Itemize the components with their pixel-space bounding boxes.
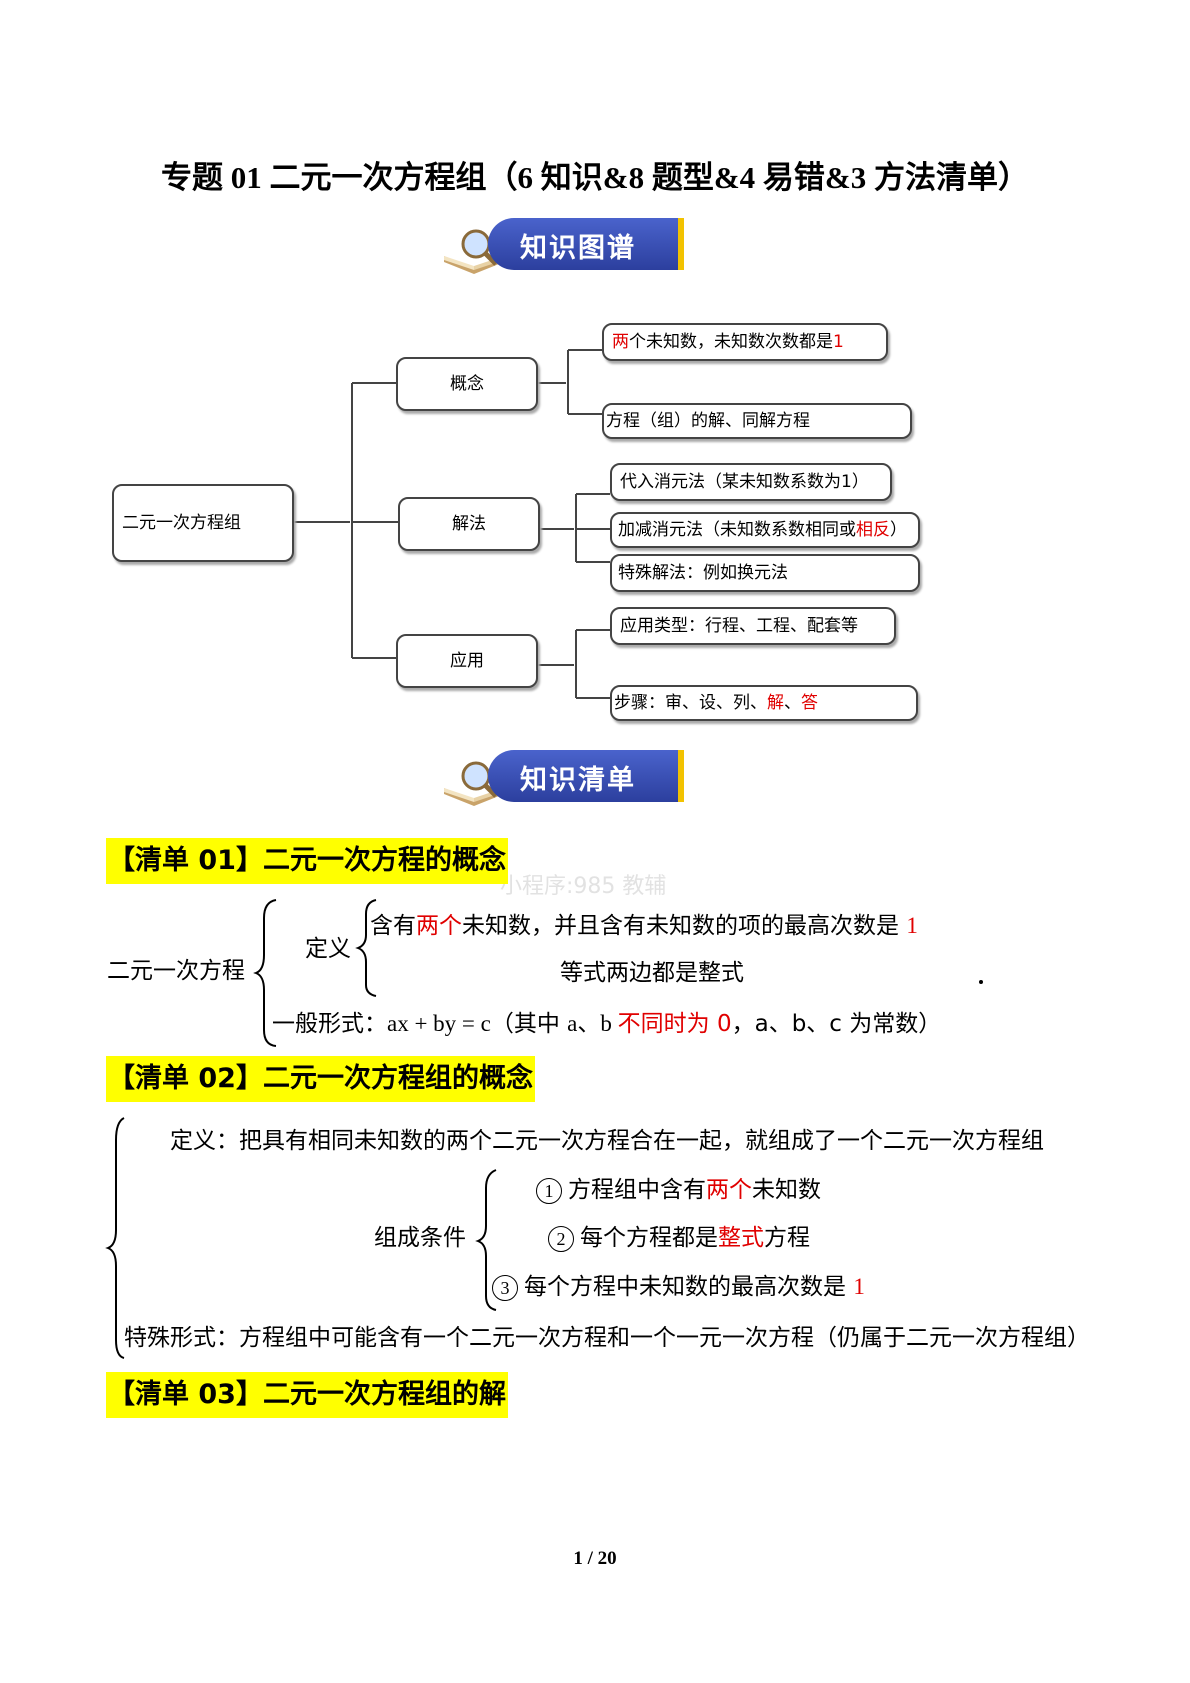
concept-leaf-2: 方程（组）的解、同解方程 [602, 403, 912, 439]
text: （其中 [490, 1011, 568, 1037]
leaf-text: 解 [767, 692, 784, 713]
mindmap-connectors [292, 349, 610, 699]
list02-heading: 【清单 02】二元一次方程组的概念 [106, 1056, 535, 1102]
leaf-text: 方程（组）的解、同解方程 [606, 410, 810, 431]
text: 含有 [370, 913, 416, 939]
text: 每个方程中未知数的最高次数是 [524, 1274, 854, 1300]
leaf-text: 1 [833, 331, 844, 352]
leaf-text: 加减消元法（未知数系数相同或 [618, 519, 856, 540]
solution-leaf-3: 特殊解法：例如换元法 [610, 554, 920, 592]
circled-number: 3 [492, 1274, 518, 1301]
text: 未知数，并且含有未知数的项的最高次数是 [462, 913, 907, 939]
mindmap-concept: 概念 [396, 357, 538, 411]
circled-number: 2 [548, 1225, 574, 1252]
text: ax + by = c [387, 1011, 491, 1036]
solution-leaf-2: 加减消元法（未知数系数相同或相反） [610, 512, 920, 548]
watermark-text: 小程序:985 教辅 [500, 874, 667, 899]
text: 两个 [706, 1177, 752, 1203]
list02-definition: 定义：把具有相同未知数的两个二元一次方程合在一起，就组成了一个二元一次方程组 [170, 1128, 1044, 1154]
text: 未知数 [752, 1177, 821, 1203]
list01-def-line1: 含有两个未知数，并且含有未知数的项的最高次数是 1 [370, 912, 918, 941]
banner-knowledge-map: 知识图谱 [440, 206, 684, 276]
mindmap-application: 应用 [396, 634, 538, 688]
text: 方程 [764, 1225, 810, 1251]
text: 1 [853, 1274, 865, 1299]
list01-heading: 【清单 01】二元一次方程的概念 [106, 838, 508, 884]
text: 方程组中含有 [568, 1177, 706, 1203]
list02-special-form: 特殊形式：方程组中可能含有一个二元一次方程和一个一元一次方程（仍属于二元一次方程… [124, 1325, 1090, 1351]
dot-mark [979, 980, 983, 984]
concept-label: 概念 [450, 373, 484, 394]
list01-def-line2: 等式两边都是整式 [560, 960, 744, 986]
mindmap-solution: 解法 [398, 497, 540, 551]
text: 不同时为 0 [617, 1011, 732, 1037]
banner-knowledge-list: 知识清单 [440, 738, 684, 808]
text: 两个 [416, 913, 462, 939]
list01-definition-label: 定义 [305, 936, 351, 962]
list01-general-form: 一般形式：ax + by = c（其中 a、b 不同时为 0，a、b、c 为常数… [272, 1010, 941, 1039]
leaf-text: 特殊解法：例如换元法 [618, 562, 788, 583]
application-leaf-2: 步骤：审、设、列、解、答 [610, 685, 918, 721]
text: 一般形式： [272, 1011, 387, 1037]
circled-number: 1 [536, 1177, 562, 1204]
text: 1 [906, 913, 918, 938]
leaf-text: 相反 [856, 519, 890, 540]
list03-heading: 【清单 03】二元一次方程组的解 [106, 1372, 508, 1418]
root-label: 二元一次方程组 [122, 512, 241, 533]
leaf-text: 步骤：审、设、列、 [614, 692, 767, 713]
solution-label: 解法 [452, 513, 486, 534]
application-label: 应用 [450, 650, 484, 671]
banner-label: 知识清单 [520, 765, 636, 796]
text: 整式 [718, 1225, 764, 1251]
leaf-text: 两 [612, 331, 629, 352]
leaf-text: 、 [784, 692, 801, 713]
leaf-text: 代入消元法（某未知数系数为1） [620, 471, 869, 492]
leaf-text: 个未知数，未知数次数都是 [629, 331, 833, 352]
text: a、b [567, 1011, 618, 1036]
watermark: 小程序:985 教辅 [500, 868, 666, 900]
banner-label: 知识图谱 [520, 233, 636, 264]
text: ，a、b、c 为常数） [731, 1011, 942, 1037]
document-title: 专题 01 二元一次方程组（6 知识&8 题型&4 易错&3 方法清单） [161, 160, 1029, 195]
leaf-text: 应用类型：行程、工程、配套等 [620, 615, 858, 636]
list01-term: 二元一次方程 [107, 958, 245, 984]
list02-conditions-label: 组成条件 [374, 1225, 466, 1251]
leaf-text: ） [890, 519, 907, 540]
leaf-text: 答 [801, 692, 818, 713]
page-number: 1 / 20 [573, 1548, 617, 1569]
application-leaf-1: 应用类型：行程、工程、配套等 [610, 607, 896, 645]
solution-leaf-1: 代入消元法（某未知数系数为1） [610, 463, 892, 501]
mindmap-root: 二元一次方程组 [112, 484, 294, 562]
text: 每个方程都是 [580, 1225, 718, 1251]
